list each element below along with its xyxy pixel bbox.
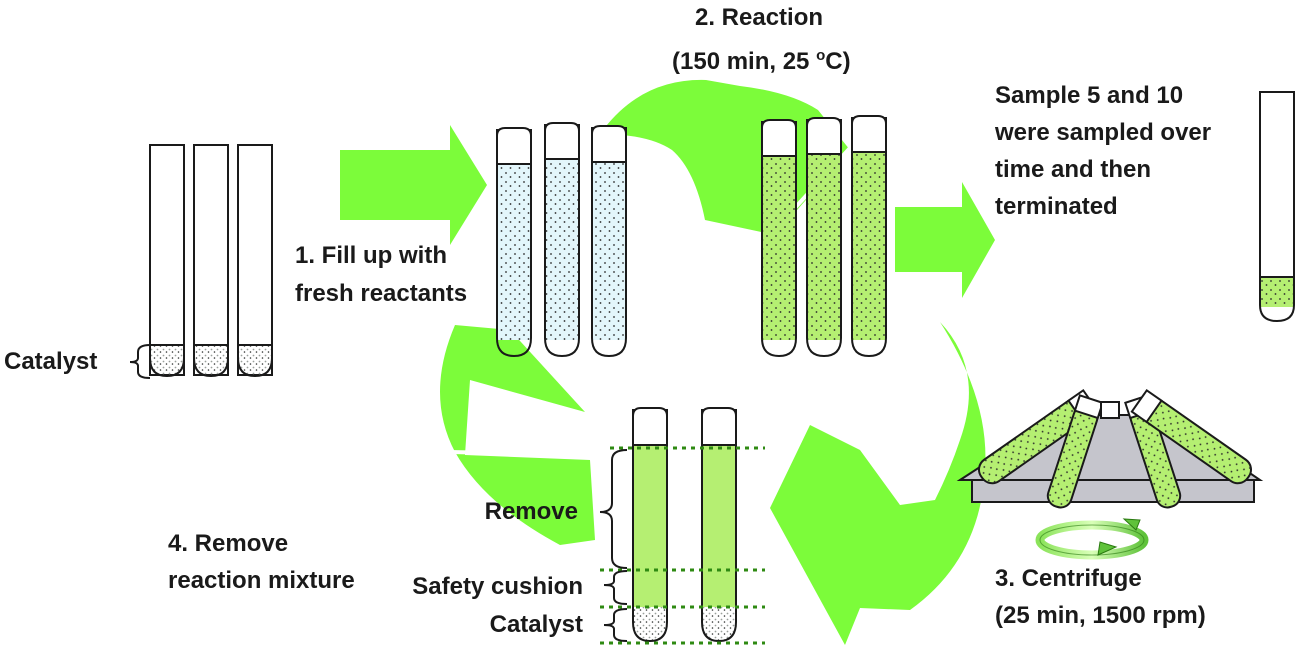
bottom-left-cycle-arrow	[440, 325, 595, 545]
step3-label-line2: (25 min, 1500 rpm)	[995, 602, 1206, 629]
separation-braces	[599, 449, 628, 642]
step2-label-line1: 2. Reaction	[695, 4, 824, 31]
fresh-reactant-tubes	[496, 122, 627, 358]
fill-arrow	[340, 125, 487, 245]
catalyst-left-brace	[129, 344, 151, 379]
sample-arrow	[895, 182, 995, 298]
step1-label-line2: fresh reactants	[295, 280, 468, 307]
step2-label-line2: (150 min, 25 oC)	[672, 40, 851, 78]
safety-cushion-brace	[603, 570, 628, 605]
sample-label-line3: time and then	[995, 156, 1152, 183]
catalyst-left-label: Catalyst	[4, 348, 98, 375]
sampled-tube	[1259, 91, 1295, 323]
reacted-tubes	[761, 115, 887, 358]
step3-label-line1: 3. Centrifuge	[995, 565, 1142, 592]
rotation-arrow-icon	[1035, 518, 1149, 560]
safety-cushion-label: Safety cushion	[412, 573, 583, 600]
sample-label-line4: terminated	[995, 193, 1118, 220]
step2-conditions-b: C)	[825, 48, 851, 75]
sample-label-line1: Sample 5 and 10	[995, 82, 1184, 109]
centrifuge-tube-cap-center	[1100, 401, 1120, 419]
left-empty-tubes	[149, 144, 273, 378]
centrifuge-tube-2	[1046, 394, 1104, 509]
step2-degree-sup: o	[816, 47, 826, 64]
step4-label-line1: 4. Remove	[168, 530, 289, 557]
remove-label: Remove	[484, 498, 578, 525]
step4-label-line2: reaction mixture	[168, 567, 355, 594]
step1-label-line1: 1. Fill up with	[295, 242, 447, 269]
bottom-right-cycle-arrow	[770, 322, 986, 645]
separation-tubes	[632, 407, 737, 643]
remove-brace	[599, 449, 628, 569]
centrifuge-tube-4	[1130, 388, 1252, 485]
level-guides	[600, 446, 765, 645]
step2-conditions-a: (150 min, 25	[672, 48, 817, 75]
catalyst-bottom-label: Catalyst	[489, 611, 583, 638]
centrifuge-rotor-base	[971, 479, 1255, 503]
sample-label-line2: were sampled over	[995, 119, 1212, 146]
catalyst-bottom-brace	[603, 608, 628, 642]
centrifuge	[956, 388, 1264, 560]
